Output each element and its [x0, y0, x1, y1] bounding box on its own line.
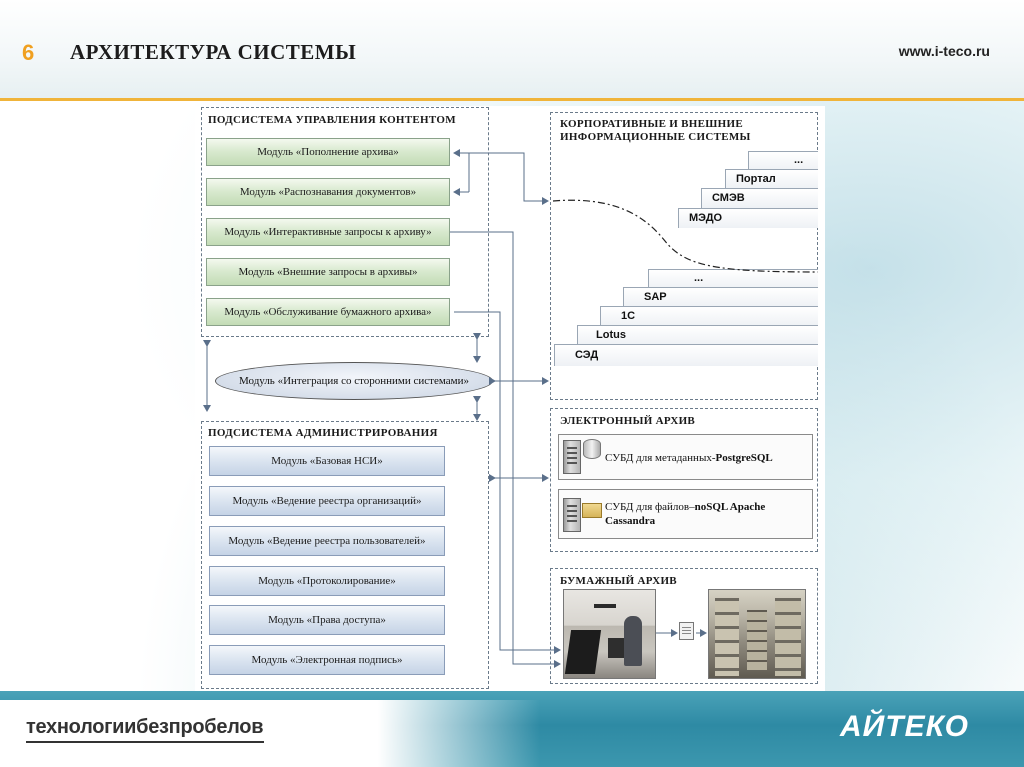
- database-icon: [583, 439, 601, 459]
- slogan-underline: [26, 741, 264, 743]
- shelf-left: [715, 598, 739, 676]
- slogan: технологиибезпробелов: [26, 716, 264, 738]
- step-lotus: Lotus: [577, 325, 818, 345]
- connector-lines: [203, 149, 819, 668]
- architecture-diagram: ПОДСИСТЕМА УПРАВЛЕНИЯ КОНТЕНТОМ Модуль «…: [195, 106, 825, 691]
- step-sed: СЭД: [554, 344, 818, 366]
- files-db-box[interactable]: СУБД для файлов–noSQL Apache Cassandra: [558, 489, 813, 539]
- module-paper-archive-service[interactable]: Модуль «Обслуживание бумажного архива»: [206, 298, 450, 326]
- step-portal-more: ...: [748, 151, 818, 171]
- electronic-archive-group: [550, 408, 818, 552]
- module-external-queries[interactable]: Модуль «Внешние запросы в архивы»: [206, 258, 450, 286]
- electronic-archive-title: ЭЛЕКТРОННЫЙ АРХИВ: [560, 415, 696, 427]
- footer-left-panel: [0, 700, 540, 767]
- step-1c-label: 1С: [621, 310, 636, 322]
- folder-icon: [582, 503, 602, 518]
- step-sap: SAP: [623, 287, 818, 307]
- brand-logo: АЙТЕКО: [840, 710, 969, 743]
- document-icon: [679, 622, 694, 640]
- module-access-rights[interactable]: Модуль «Права доступа»: [209, 605, 445, 635]
- admin-subsystem-title: ПОДСИСТЕМА АДМИНИСТРИРОВАНИЯ: [208, 427, 438, 439]
- paper-storage-photo: [708, 589, 806, 679]
- step-medo: МЭДО: [678, 208, 818, 228]
- step-portal-label: Портал: [736, 173, 776, 185]
- module-document-recognition[interactable]: Модуль «Распознавания документов»: [206, 178, 450, 206]
- paper-archive-group: [550, 568, 818, 684]
- step-portal-more-label: ...: [794, 154, 804, 166]
- external-systems-title-line2: ИНФОРМАЦИОННЫЕ СИСТЕМЫ: [560, 131, 751, 143]
- external-systems-title-line1: КОРПОРАТИВНЫЕ И ВНЕШНИЕ: [560, 118, 744, 130]
- scanning-station-photo: [563, 589, 656, 679]
- server-icon: [563, 440, 581, 474]
- paper-archive-title: БУМАЖНЫЙ АРХИВ: [560, 575, 677, 587]
- site-url[interactable]: www.i-teco.ru: [898, 43, 990, 59]
- slide-title: АРХИТЕКТУРА СИСТЕМЫ: [70, 40, 357, 64]
- files-db-name-line2: Cassandra: [605, 515, 656, 527]
- module-e-signature[interactable]: Модуль «Электронная подпись»: [209, 645, 445, 675]
- module-base-nsi[interactable]: Модуль «Базовая НСИ»: [209, 446, 445, 476]
- shelf-center: [747, 610, 767, 670]
- files-db-prefix: СУБД для файлов–: [605, 501, 695, 513]
- step-portal: Портал: [725, 169, 818, 189]
- step-sed-label: СЭД: [575, 349, 599, 361]
- module-logging[interactable]: Модуль «Протоколирование»: [209, 566, 445, 596]
- content-subsystem-group: [201, 107, 489, 337]
- step-lotus-label: Lotus: [596, 329, 626, 341]
- slide-number: 6: [22, 40, 35, 65]
- scanner-shelf: [594, 604, 616, 608]
- step-smev: СМЭВ: [701, 188, 818, 208]
- header: [0, 0, 1024, 100]
- metadata-db-name: PostgreSQL: [715, 452, 773, 464]
- module-archive-replenishment[interactable]: Модуль «Пополнение архива»: [206, 138, 450, 166]
- admin-subsystem-group: [201, 421, 489, 689]
- files-db-name-line1: noSQL Apache: [694, 501, 766, 513]
- server-icon: [563, 498, 581, 532]
- operator-shape: [624, 616, 642, 666]
- step-medo-label: МЭДО: [689, 212, 723, 224]
- module-interactive-queries[interactable]: Модуль «Интерактивные запросы к архиву»: [206, 218, 450, 246]
- integration-module[interactable]: Модуль «Интеграция со сторонними система…: [215, 362, 493, 400]
- module-org-registry[interactable]: Модуль «Ведение реестра организаций»: [209, 486, 445, 516]
- step-smev-label: СМЭВ: [712, 192, 745, 204]
- metadata-db-prefix: СУБД для метаданных-: [605, 452, 716, 464]
- step-sap-more-label: ...: [694, 272, 704, 284]
- shelf-right: [775, 598, 801, 676]
- files-db-text: СУБД для файлов–noSQL Apache Cassandra: [605, 500, 765, 528]
- module-user-registry[interactable]: Модуль «Ведение реестра пользователей»: [209, 526, 445, 556]
- external-systems-group: [550, 112, 818, 400]
- step-1c: 1С: [600, 306, 818, 326]
- content-subsystem-title: ПОДСИСТЕМА УПРАВЛЕНИЯ КОНТЕНТОМ: [208, 114, 456, 126]
- metadata-db-box[interactable]: СУБД для метаданных-PostgreSQL: [558, 434, 813, 480]
- metadata-db-text: СУБД для метаданных-PostgreSQL: [605, 451, 773, 465]
- header-divider: [0, 98, 1024, 101]
- step-sap-label: SAP: [644, 291, 667, 303]
